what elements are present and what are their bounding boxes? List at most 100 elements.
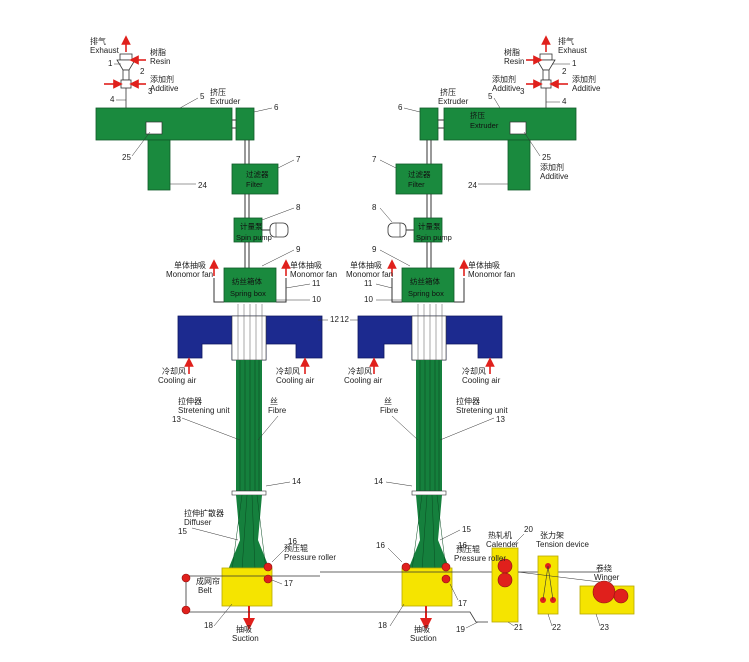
- tension-device-en: Tension device: [536, 540, 589, 549]
- left-monomer-fan-left-en: Monomor fan: [166, 270, 213, 279]
- left-num-10: 10: [312, 295, 321, 304]
- right-extruder-en: Extruder: [438, 97, 469, 106]
- left-num-13: 13: [172, 415, 181, 424]
- left-monomer-fan-right-cn: 单体抽吸: [290, 260, 322, 270]
- right-pressure-roller-a: [401, 562, 411, 572]
- right-motor-leg: [507, 139, 531, 191]
- left-pressure-roller-en: Pressure roller: [284, 553, 336, 562]
- right-spring-box-cn: 纺丝箱体: [410, 276, 440, 286]
- right-num-18: 18: [378, 621, 387, 630]
- right-extruder-inbox-cn: 挤压: [470, 110, 485, 120]
- left-belt-roller-c: [263, 574, 273, 584]
- left-monomer-fan-left-cn: 单体抽吸: [174, 260, 206, 270]
- left-num-8: 8: [296, 203, 301, 212]
- right-num-5: 5: [488, 92, 493, 101]
- left-spring-box: [223, 267, 277, 303]
- left-suction-box: [221, 567, 273, 607]
- right-cooling-air-right-cn: 冷却风: [462, 366, 486, 376]
- right-motor-icon: [387, 222, 414, 238]
- left-cooling-air-left-cn: 冷却风: [162, 366, 186, 376]
- left-motor-leg: [147, 139, 171, 191]
- left-fibre-en: Fibre: [268, 406, 287, 415]
- right-extruder-head: [419, 107, 439, 141]
- left-num-2: 2: [140, 67, 145, 76]
- right-fibre-cn: 丝: [384, 396, 392, 406]
- left-filter: [231, 163, 279, 195]
- left-num-6: 6: [274, 103, 279, 112]
- right-num-15: 15: [462, 525, 471, 534]
- right-spin-pump-cn: 计量泵: [418, 221, 441, 231]
- left-num-14: 14: [292, 477, 301, 486]
- left-cooling-air-right-cn: 冷却风: [276, 366, 300, 376]
- right-num-8: 8: [372, 203, 377, 212]
- left-extruder-cn: 挤压: [210, 87, 226, 97]
- right-monomer-duct-right: [454, 278, 465, 303]
- right-spring-box-en: Spring box: [408, 289, 444, 298]
- left-pressure-roller-cn: 预压辊: [284, 543, 308, 553]
- left-suction-cn: 抽吸: [236, 624, 252, 634]
- left-belt-en: Belt: [198, 586, 213, 595]
- left-cooling-air-left-en: Cooling air: [158, 376, 197, 385]
- right-diffuser-spread: [408, 540, 450, 570]
- left-num-7: 7: [296, 155, 301, 164]
- right-cooling-air-right-en: Cooling air: [462, 376, 501, 385]
- right-resin-cn: 树脂: [504, 47, 520, 57]
- left-num-18: 18: [204, 621, 213, 630]
- left-stretch-clamp: [231, 490, 267, 496]
- right-suction-box: [401, 567, 453, 607]
- right-num-12: 12: [340, 315, 349, 324]
- left-motor-icon: [262, 222, 289, 238]
- left-additive-en: Additive: [150, 84, 179, 93]
- right-num-13: 13: [496, 415, 505, 424]
- left-num-25: 25: [122, 153, 131, 162]
- right-monomer-fan-right-en: Monomor fan: [468, 270, 515, 279]
- right-stretch-clamp: [411, 490, 447, 496]
- winger-en: Winger: [594, 573, 620, 582]
- winder-roll-small: [613, 588, 629, 604]
- right-resin-en: Resin: [504, 57, 524, 66]
- right-num-22: 22: [552, 623, 561, 632]
- left-suction-en: Suction: [232, 634, 259, 643]
- left-extruder-head: [235, 107, 255, 141]
- right-filter-cn: 过滤器: [408, 169, 431, 179]
- right-hopper: [536, 53, 556, 108]
- right-num-21: 21: [514, 623, 523, 632]
- right-additive-top2-cn: 添加剂: [572, 74, 596, 84]
- right-stretching-channel: [416, 360, 442, 492]
- right-belt-bottom: [280, 611, 488, 623]
- left-resin-cn: 树脂: [150, 47, 166, 57]
- left-spin-pump-en: Spin pump: [236, 233, 272, 242]
- left-belt-roller-b: [181, 605, 191, 615]
- right-spring-box: [401, 267, 455, 303]
- right-stretching-unit-cn: 拉伸器: [456, 396, 480, 406]
- left-stretching-unit-en: Stretening unit: [178, 406, 230, 415]
- right-exhaust-en: Exhaust: [558, 46, 588, 55]
- right-monomer-duct-left: [391, 278, 402, 303]
- right-num-9: 9: [372, 245, 377, 254]
- left-extruder-body: [95, 107, 233, 141]
- right-spin-pump-en: Spin pump: [416, 233, 452, 242]
- left-spring-box-en: Spring box: [230, 289, 266, 298]
- left-monomer-duct-left: [213, 278, 224, 303]
- right-num-17: 17: [458, 599, 467, 608]
- left-gearbox: [145, 121, 163, 135]
- winger-cn: 卷绕: [596, 563, 612, 573]
- right-num-16-right: 16: [458, 541, 467, 550]
- right-num-20: 20: [524, 525, 533, 534]
- left-spin-pump: [233, 217, 263, 243]
- winder-roll-large: [592, 580, 616, 604]
- right-cooling-air-left-en: Cooling air: [344, 376, 383, 385]
- right-num-14: 14: [374, 477, 383, 486]
- left-filter-en: Filter: [246, 180, 263, 189]
- left-num-5: 5: [200, 92, 205, 101]
- left-num-1: 1: [108, 59, 113, 68]
- left-resin-en: Resin: [150, 57, 170, 66]
- tension-device-cn: 张力架: [540, 530, 564, 540]
- left-pressure-roller: [263, 562, 273, 572]
- right-num-4: 4: [562, 97, 567, 106]
- left-diffuser: [236, 495, 262, 540]
- left-num-3: 3: [148, 87, 153, 96]
- right-suction-en: Suction: [410, 634, 437, 643]
- left-diffuser-en: Diffuser: [184, 518, 212, 527]
- right-extruder-cn: 挤压: [440, 87, 456, 97]
